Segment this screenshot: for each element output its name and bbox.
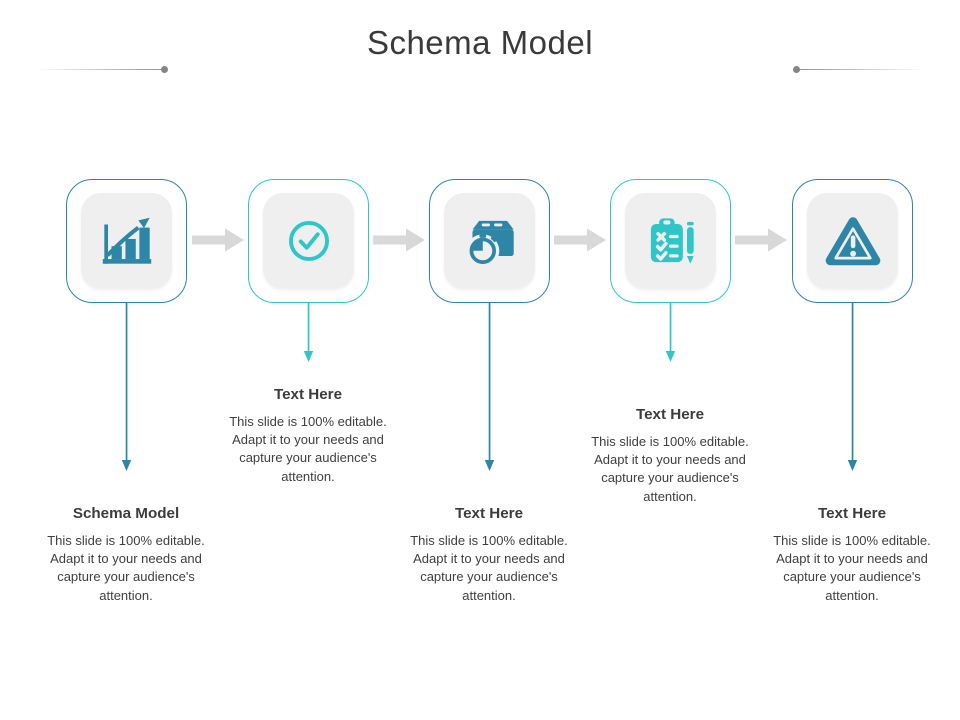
connector-arrow: [735, 227, 787, 253]
divider-line-right: [793, 66, 926, 73]
item-body: This slide is 100% editable. Adapt it to…: [773, 533, 931, 603]
tile-check[interactable]: [248, 179, 369, 303]
divider-dot-right: [793, 66, 800, 73]
connector-arrow: [554, 227, 606, 253]
tile-inner: [81, 193, 172, 289]
item-heading: Text Here: [817, 505, 887, 522]
text-block[interactable]: Text Here This slide is 100% editable. A…: [220, 386, 396, 486]
item-heading: Text Here: [454, 505, 524, 522]
item-heading: Text Here: [635, 406, 705, 423]
tile-inner: [807, 193, 898, 289]
down-arrow: [846, 303, 859, 471]
divider-line-left: [35, 66, 168, 73]
tile-inner: [263, 193, 354, 289]
item-heading: Schema Model: [72, 505, 180, 522]
item-body: This slide is 100% editable. Adapt it to…: [47, 533, 205, 603]
tile-inner: [625, 193, 716, 289]
divider-dot-left: [161, 66, 168, 73]
warning-triangle-icon: [825, 217, 880, 266]
check-circle-icon: [288, 220, 329, 262]
down-arrow: [302, 303, 315, 362]
text-block[interactable]: Schema Model This slide is 100% editable…: [38, 505, 214, 605]
bar-chart-growth-icon: [102, 217, 151, 264]
item-body: This slide is 100% editable. Adapt it to…: [591, 434, 749, 504]
item-body: This slide is 100% editable. Adapt it to…: [410, 533, 568, 603]
item-heading: Text Here: [273, 386, 343, 403]
down-arrow: [483, 303, 496, 471]
tile-delivery[interactable]: [429, 179, 550, 303]
clipboard-checklist-pen-icon: [650, 218, 694, 264]
down-arrow: [664, 303, 677, 362]
tile-checklist[interactable]: [610, 179, 731, 303]
text-block[interactable]: Text Here This slide is 100% editable. A…: [582, 406, 758, 506]
down-arrow: [120, 303, 133, 471]
connector-arrow: [192, 227, 244, 253]
package-stopwatch-icon: [465, 220, 514, 268]
slide-title: Schema Model: [366, 24, 594, 61]
connector-arrow: [373, 227, 425, 253]
text-block[interactable]: Text Here This slide is 100% editable. A…: [401, 505, 577, 605]
tile-inner: [444, 193, 535, 289]
tile-schema-model[interactable]: [66, 179, 187, 303]
text-block[interactable]: Text Here This slide is 100% editable. A…: [764, 505, 940, 605]
tile-warning[interactable]: [792, 179, 913, 303]
item-body: This slide is 100% editable. Adapt it to…: [229, 414, 387, 484]
